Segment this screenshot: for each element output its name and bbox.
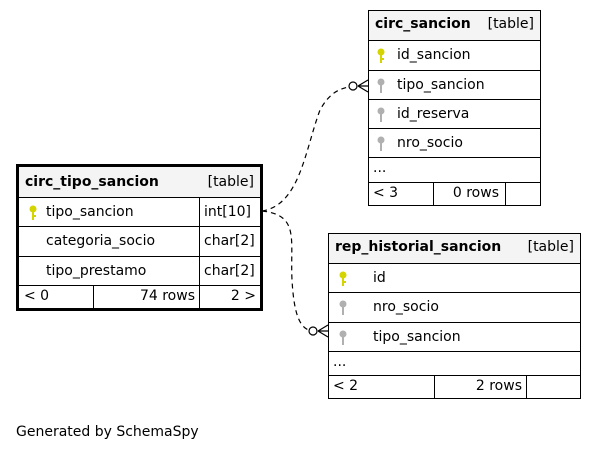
column-row[interactable]: nro_socio [369, 128, 540, 157]
edge-to-rep-historial [261, 210, 314, 332]
table-tag: [table] [207, 174, 254, 190]
table-name: circ_sancion [375, 16, 471, 32]
table-name: circ_tipo_sancion [25, 174, 159, 190]
column-type: int[10] [204, 204, 251, 220]
column-row[interactable]: tipo_sancion [369, 70, 540, 99]
foreign-key-icon [339, 330, 347, 345]
column-name: tipo_sancion [46, 204, 134, 220]
column-row[interactable]: id [329, 263, 580, 292]
table-footer: < 0 74 rows 2 > [19, 285, 260, 308]
foreign-key-icon [377, 107, 385, 122]
column-name: id_sancion [397, 47, 471, 63]
edge-crowfoot [357, 79, 369, 93]
column-name: nro_socio [397, 135, 463, 151]
children-count: 2 > [230, 288, 256, 304]
column-type: char[2] [204, 233, 255, 249]
column-row[interactable]: id_sancion [369, 40, 540, 70]
edge-end-circle [348, 81, 358, 91]
column-name: tipo_prestamo [46, 263, 147, 279]
primary-key-icon [29, 205, 37, 220]
column-row[interactable]: tipo_sancion int[10] [19, 197, 260, 226]
table-header: circ_tipo_sancion [table] [19, 167, 260, 197]
edge-crowfoot [317, 324, 329, 338]
primary-key-icon [339, 271, 347, 286]
ellipsis: ... [333, 354, 347, 370]
column-name: id [373, 270, 386, 286]
column-name: id_reserva [397, 106, 470, 122]
parents-count: < 2 [333, 378, 359, 394]
parents-count: < 3 [373, 185, 399, 201]
table-tag: [table] [487, 16, 534, 32]
column-row[interactable]: tipo_sancion [329, 322, 580, 351]
table-circ-sancion[interactable]: circ_sancion [table] id_sancion tipo_san… [368, 10, 541, 206]
row-count: 74 rows [139, 288, 195, 304]
generated-by-note: Generated by SchemaSpy [16, 424, 199, 440]
column-name: tipo_sancion [373, 329, 461, 345]
edge-end-circle [308, 326, 318, 336]
foreign-key-icon [339, 300, 347, 315]
column-type: char[2] [204, 263, 255, 279]
row-count: 0 rows [452, 185, 499, 201]
column-row[interactable]: tipo_prestamo char[2] [19, 256, 260, 285]
table-name: rep_historial_sancion [335, 239, 502, 255]
table-footer: < 2 2 rows [329, 375, 580, 398]
table-tag: [table] [527, 239, 574, 255]
table-circ-tipo-sancion[interactable]: circ_tipo_sancion [table] tipo_sancion i… [16, 164, 263, 311]
ellipsis: ... [373, 160, 387, 176]
ellipsis-row: ... [369, 157, 540, 182]
column-row[interactable]: id_reserva [369, 99, 540, 128]
table-footer: < 3 0 rows [369, 182, 540, 205]
ellipsis-row: ... [329, 351, 580, 375]
primary-key-icon [377, 48, 385, 63]
edge-to-circ-sancion [261, 85, 355, 212]
table-header: circ_sancion [table] [369, 11, 540, 40]
column-name: categoria_socio [46, 233, 156, 249]
row-count: 2 rows [475, 378, 522, 394]
column-name: tipo_sancion [397, 77, 485, 93]
table-header: rep_historial_sancion [table] [329, 234, 580, 263]
column-name: nro_socio [373, 299, 439, 315]
foreign-key-icon [377, 78, 385, 93]
table-rep-historial-sancion[interactable]: rep_historial_sancion [table] id nro_soc… [328, 233, 581, 399]
foreign-key-icon [377, 136, 385, 151]
column-row[interactable]: nro_socio [329, 292, 580, 322]
column-row[interactable]: categoria_socio char[2] [19, 226, 260, 256]
parents-count: < 0 [24, 288, 50, 304]
